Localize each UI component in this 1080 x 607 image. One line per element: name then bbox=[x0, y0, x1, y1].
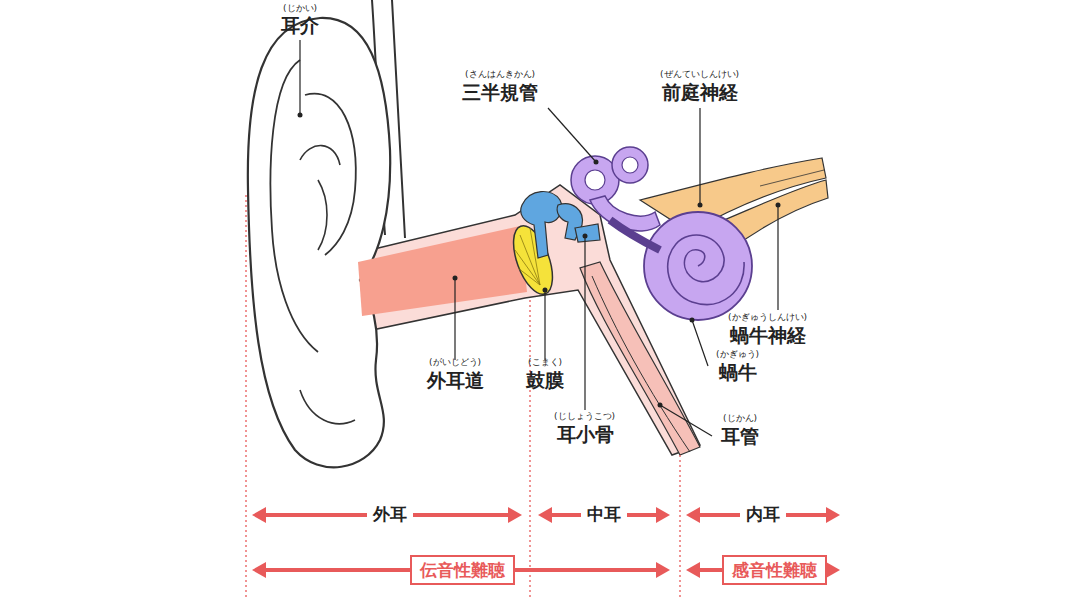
part-name: 耳管 bbox=[721, 426, 759, 447]
part-name: 蝸牛神経 bbox=[730, 325, 806, 346]
furigana: (かぎゅうしんけい) bbox=[728, 313, 807, 323]
furigana: (さんはんきかん) bbox=[465, 70, 535, 80]
part-name: 外耳道 bbox=[427, 370, 484, 391]
hearing-loss-box: 感音性難聴 bbox=[722, 555, 827, 585]
part-name: 鼓膜 bbox=[526, 370, 564, 391]
box-text: 感音性難聴 bbox=[732, 560, 817, 580]
region-label: 外耳 bbox=[367, 505, 413, 524]
furigana: (こまく) bbox=[528, 358, 562, 368]
furigana: (かぎゅう) bbox=[716, 350, 759, 360]
part-name: 三半規管 bbox=[462, 82, 538, 103]
box-text: 伝音性難聴 bbox=[420, 560, 505, 580]
region-label: 内耳 bbox=[740, 505, 786, 524]
furigana: (じしょうこつ) bbox=[554, 412, 615, 422]
furigana: (じかい) bbox=[283, 4, 317, 14]
part-name: 耳小骨 bbox=[557, 424, 614, 445]
part-name: 耳介 bbox=[281, 15, 319, 36]
furigana: (がいじどう) bbox=[429, 358, 481, 368]
region-label: 中耳 bbox=[581, 505, 627, 524]
part-name: 前庭神経 bbox=[662, 82, 738, 103]
part-name: 蝸牛 bbox=[719, 362, 757, 383]
furigana: (ぜんていしんけい) bbox=[660, 70, 739, 80]
furigana: (じかん) bbox=[723, 414, 757, 424]
hearing-loss-box: 伝音性難聴 bbox=[410, 555, 515, 585]
